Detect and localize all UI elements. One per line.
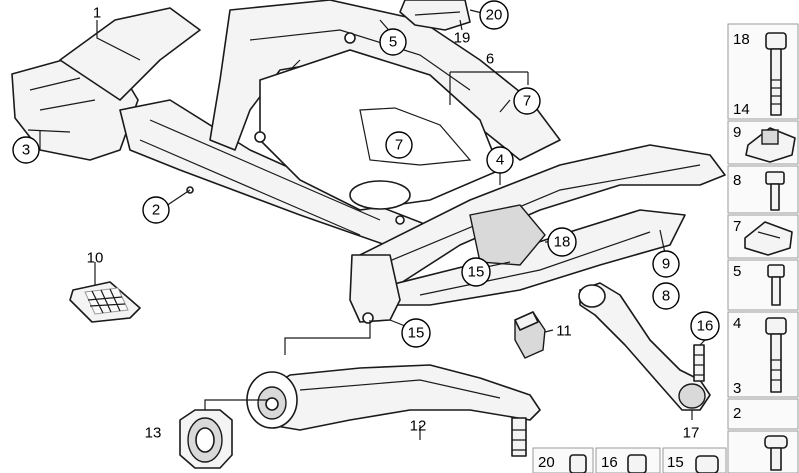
callouts: 1 2 3 4 5 6 7 7 8 9 10 11 12 13 15 15 16… xyxy=(12,0,720,442)
part-10-pad xyxy=(69,281,141,323)
column-label-5: 5 xyxy=(733,263,741,280)
parts-column xyxy=(727,23,799,473)
front-axle-subframe xyxy=(11,0,726,324)
callout-6: 6 xyxy=(486,51,494,68)
column-label-14: 14 xyxy=(733,101,750,118)
callout-13: 13 xyxy=(145,425,162,442)
callout-17: 17 xyxy=(683,425,700,442)
callout-5: 5 xyxy=(389,34,397,51)
bolt-2-icon xyxy=(764,435,788,471)
bottom-row xyxy=(532,447,727,473)
column-label-9: 9 xyxy=(733,124,741,141)
callout-12: 12 xyxy=(410,418,427,435)
callout-15-lower: 15 xyxy=(408,325,425,342)
column-label-4: 4 xyxy=(733,315,741,332)
callout-11: 11 xyxy=(556,323,572,340)
clip-7-icon xyxy=(744,221,793,256)
callout-2: 2 xyxy=(152,202,160,219)
column-label-2: 2 xyxy=(733,405,741,422)
part-13-bushing xyxy=(179,399,268,469)
clip-nut-9-icon xyxy=(745,127,796,163)
leader-lines xyxy=(39,9,706,440)
bolt-8-icon xyxy=(765,171,785,211)
callout-9: 9 xyxy=(662,256,670,273)
callout-18: 18 xyxy=(554,234,571,251)
callout-10: 10 xyxy=(87,250,104,267)
callout-7-top: 7 xyxy=(523,93,531,110)
column-label-7: 7 xyxy=(733,218,741,235)
column-label-18: 18 xyxy=(733,31,750,48)
part-12-control-arm xyxy=(246,320,541,457)
column-label-8: 8 xyxy=(733,172,741,189)
callout-19: 19 xyxy=(454,30,471,47)
bolt-5-icon xyxy=(767,264,785,306)
callout-1: 1 xyxy=(93,5,101,22)
part-11-bushing xyxy=(514,311,546,359)
callout-16: 16 xyxy=(697,318,714,335)
column-labels: 18 14 9 8 7 5 4 3 2 20 16 15 xyxy=(538,31,750,471)
bolt-4-icon xyxy=(765,317,787,393)
callout-8: 8 xyxy=(662,288,670,305)
bottom-label-15: 15 xyxy=(667,454,684,471)
bottom-label-20: 20 xyxy=(538,454,555,471)
callout-15-upper: 15 xyxy=(468,264,485,281)
callout-4: 4 xyxy=(496,152,504,169)
callout-20: 20 xyxy=(486,7,503,24)
callout-7-center: 7 xyxy=(395,137,403,154)
bottom-label-16: 16 xyxy=(601,454,618,471)
part-19-bracket xyxy=(399,0,471,31)
bolt-18-icon xyxy=(765,32,787,116)
callout-3: 3 xyxy=(22,142,30,159)
part-17-tension-strut xyxy=(578,282,711,411)
column-label-3: 3 xyxy=(733,380,741,397)
